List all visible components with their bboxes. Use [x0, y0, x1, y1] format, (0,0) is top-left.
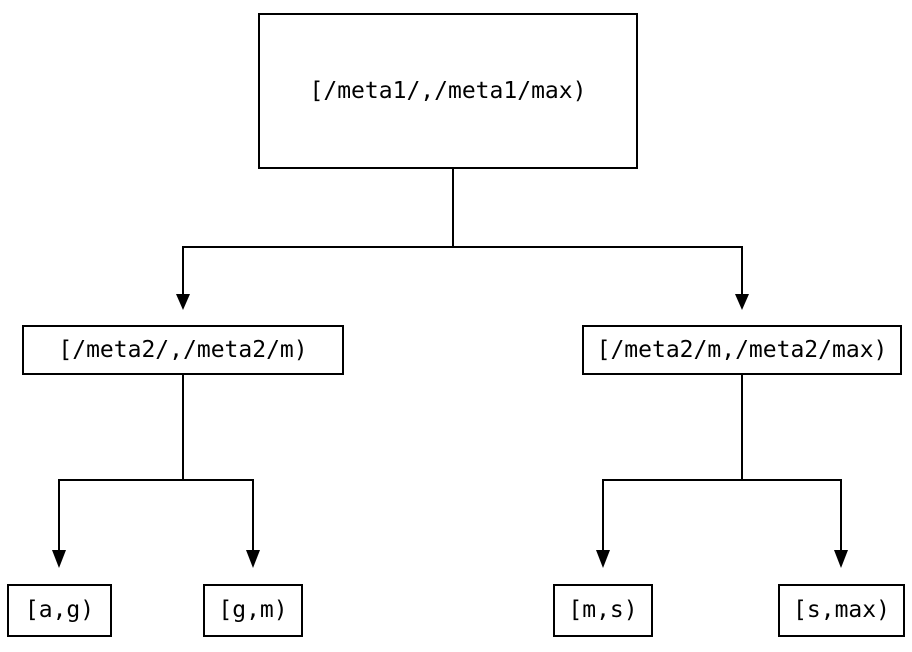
node-leaf-ms-label: [m,s): [568, 597, 638, 623]
node-leaf-smax-label: [s,max): [793, 597, 890, 623]
node-mid-left-label: [/meta2/,/meta2/m): [58, 336, 308, 363]
node-leaf-gm-label: [g,m): [218, 597, 288, 623]
node-mid-left: [/meta2/,/meta2/m): [22, 325, 344, 375]
node-leaf-gm: [g,m): [203, 584, 303, 637]
node-mid-right: [/meta2/m,/meta2/max): [582, 325, 902, 375]
node-leaf-ag: [a,g): [7, 584, 112, 637]
node-leaf-ms: [m,s): [553, 584, 653, 637]
node-leaf-smax: [s,max): [778, 584, 905, 637]
edge-root-branch: [182, 246, 743, 296]
arrowhead-to-leaf-ms: [596, 550, 610, 568]
node-root-label: [/meta1/,/meta1/max): [309, 77, 587, 104]
edge-mid-right-branch: [602, 479, 842, 552]
arrowhead-to-leaf-gm: [246, 550, 260, 568]
arrowhead-to-mid-left: [176, 294, 190, 310]
node-root: [/meta1/,/meta1/max): [258, 13, 638, 169]
edge-mid-left-branch: [58, 479, 254, 552]
arrowhead-to-leaf-smax: [834, 550, 848, 568]
arrowhead-to-leaf-ag: [52, 550, 66, 568]
node-leaf-ag-label: [a,g): [24, 597, 95, 623]
node-mid-right-label: [/meta2/m,/meta2/max): [596, 336, 888, 363]
arrowhead-to-mid-right: [735, 294, 749, 310]
